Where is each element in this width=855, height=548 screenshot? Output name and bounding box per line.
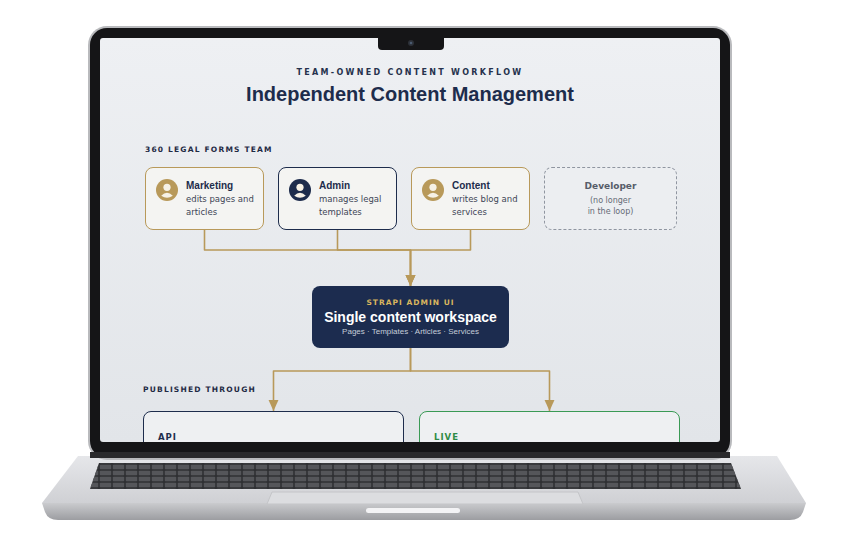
label-slot: TEAM-OWNED CONTENT WORKFLOW (100, 68, 720, 77)
box-heading: Single content workspace (324, 308, 497, 326)
keyboard-keys (90, 463, 741, 489)
role-name: Developer (585, 180, 637, 193)
keyboard (90, 463, 741, 489)
text-column: Contentwrites blog and services (452, 179, 522, 219)
eyebrow-label: STRAPI ADMIN UI (366, 297, 454, 308)
label-slot: 360 LEGAL FORMS TEAM (145, 145, 273, 154)
screen-panel: Independent Content Management TEAM-OWNED… (100, 38, 720, 442)
flow-arrow (205, 230, 411, 286)
lid-edge (88, 26, 732, 460)
flow-arrow (338, 230, 411, 286)
avatar-icon (422, 179, 444, 201)
flow-arrow (411, 230, 471, 286)
role-box: Contentwrites blog and services (411, 167, 530, 230)
role-name: Admin (319, 179, 389, 192)
title-slot: Independent Content Management (100, 83, 720, 106)
diagram-title: Independent Content Management (100, 83, 720, 106)
channel-name: API (158, 432, 177, 442)
channel-box: LIVE (419, 411, 680, 442)
lid-bezel (90, 28, 730, 458)
role-description: edits pages and articles (186, 193, 256, 219)
laptop-front-lip (42, 503, 806, 520)
role-description: manages legal templates (319, 193, 389, 219)
role-box: Adminmanages legal templates (278, 167, 397, 230)
workspace-box: STRAPI ADMIN UISingle content workspaceP… (312, 286, 509, 348)
camera-notch (100, 38, 720, 58)
channel-name: LIVE (434, 432, 459, 442)
text-column: Adminmanages legal templates (319, 179, 389, 219)
section-label: 360 LEGAL FORMS TEAM (145, 145, 273, 154)
hinge (90, 452, 730, 458)
laptop-deck (42, 456, 806, 503)
role-name: Marketing (186, 179, 256, 192)
front-notch (366, 508, 460, 513)
eyebrow-label: TEAM-OWNED CONTENT WORKFLOW (100, 68, 720, 77)
avatar-icon (156, 179, 178, 201)
flow-arrow (411, 348, 550, 411)
box-subtitle: Pages · Templates · Articles · Services (342, 326, 479, 337)
inactive-role-box: Developer (no longer in the loop) (544, 167, 677, 230)
role-box: Marketingedits pages and articles (145, 167, 264, 230)
role-description: (no longer in the loop) (586, 195, 635, 217)
channel-box: API (143, 411, 404, 442)
text-column: Marketingedits pages and articles (186, 179, 256, 219)
section-label: PUBLISHED THROUGH (143, 385, 256, 394)
avatar-icon (289, 179, 311, 201)
trackpad (267, 492, 583, 504)
role-description: writes blog and services (452, 193, 522, 219)
label-slot: PUBLISHED THROUGH (143, 385, 256, 394)
flow-arrow (274, 348, 411, 411)
role-name: Content (452, 179, 522, 192)
